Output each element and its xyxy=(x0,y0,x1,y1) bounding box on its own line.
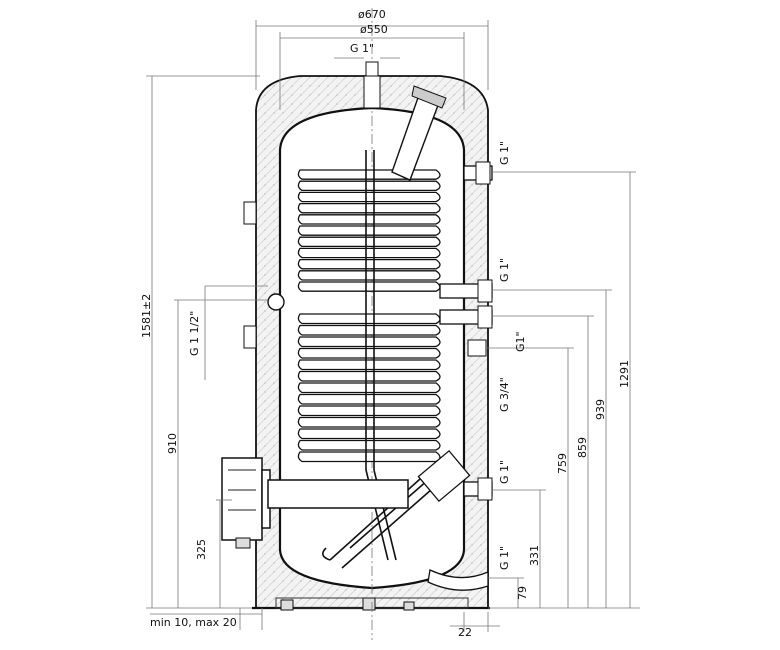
coil-loop xyxy=(297,451,441,463)
coil-loop xyxy=(297,347,441,359)
lower-heating-coil xyxy=(297,313,441,463)
coil-loop xyxy=(297,382,441,394)
coil-loop xyxy=(297,247,441,259)
coil-loop xyxy=(297,370,441,382)
coil-loop xyxy=(297,313,441,325)
dim-939-label: 939 xyxy=(594,399,607,420)
dim-859-label: 859 xyxy=(576,437,589,458)
coil-loop xyxy=(297,405,441,417)
coil-loop xyxy=(297,359,441,371)
dim-331-label: 331 xyxy=(528,545,541,566)
left-dimensions xyxy=(146,75,268,630)
conn4-label: G 3/4" xyxy=(498,377,511,412)
feet-range-label: min 10, max 20 xyxy=(150,616,237,629)
coil-loop xyxy=(297,336,441,348)
height-910-label: 910 xyxy=(166,433,179,454)
coil-loop xyxy=(297,416,441,428)
coil-loop xyxy=(297,428,441,440)
top-dimensions xyxy=(255,20,489,110)
conn1-label: G 1" xyxy=(498,141,511,165)
outer-diameter-label: ø670 xyxy=(358,8,386,21)
g112-label: G 1 1/2" xyxy=(188,311,201,356)
dim-759-label: 759 xyxy=(556,453,569,474)
coil-loop xyxy=(297,214,441,225)
coil-loop xyxy=(297,393,441,405)
top-connection xyxy=(363,61,381,109)
coil-loop xyxy=(297,270,441,281)
coil-loop xyxy=(297,236,441,248)
coil-loop xyxy=(297,281,441,292)
left-sensor-pockets xyxy=(243,201,285,349)
coil-loop xyxy=(297,191,441,203)
conn2-label: G 1" xyxy=(498,258,511,282)
right-dimensions xyxy=(450,171,640,632)
coil-loop xyxy=(297,225,441,236)
dim-1291-label: 1291 xyxy=(618,360,631,388)
coil-loop xyxy=(297,202,441,214)
height-325-label: 325 xyxy=(195,539,208,560)
magnesium-anode xyxy=(391,85,447,181)
conn3-label: G1" xyxy=(514,331,527,352)
conn5-label: G 1" xyxy=(498,460,511,484)
electric-heater-flange xyxy=(221,457,409,549)
coil-loop xyxy=(297,258,441,270)
total-height-label: 1581±2 xyxy=(140,294,153,338)
coil-loop xyxy=(297,180,441,192)
dim-79-label: 79 xyxy=(516,586,529,600)
right-connections xyxy=(427,161,493,591)
top-connection-label: G 1" xyxy=(350,42,374,55)
inner-diameter-label: ø550 xyxy=(360,23,388,36)
coil-loop xyxy=(297,439,441,451)
coil-loop xyxy=(297,324,441,336)
dim-22-label: 22 xyxy=(458,626,472,639)
upper-heating-coil xyxy=(297,169,441,292)
coil-loop xyxy=(297,169,441,180)
conn6-label: G 1" xyxy=(498,546,511,570)
